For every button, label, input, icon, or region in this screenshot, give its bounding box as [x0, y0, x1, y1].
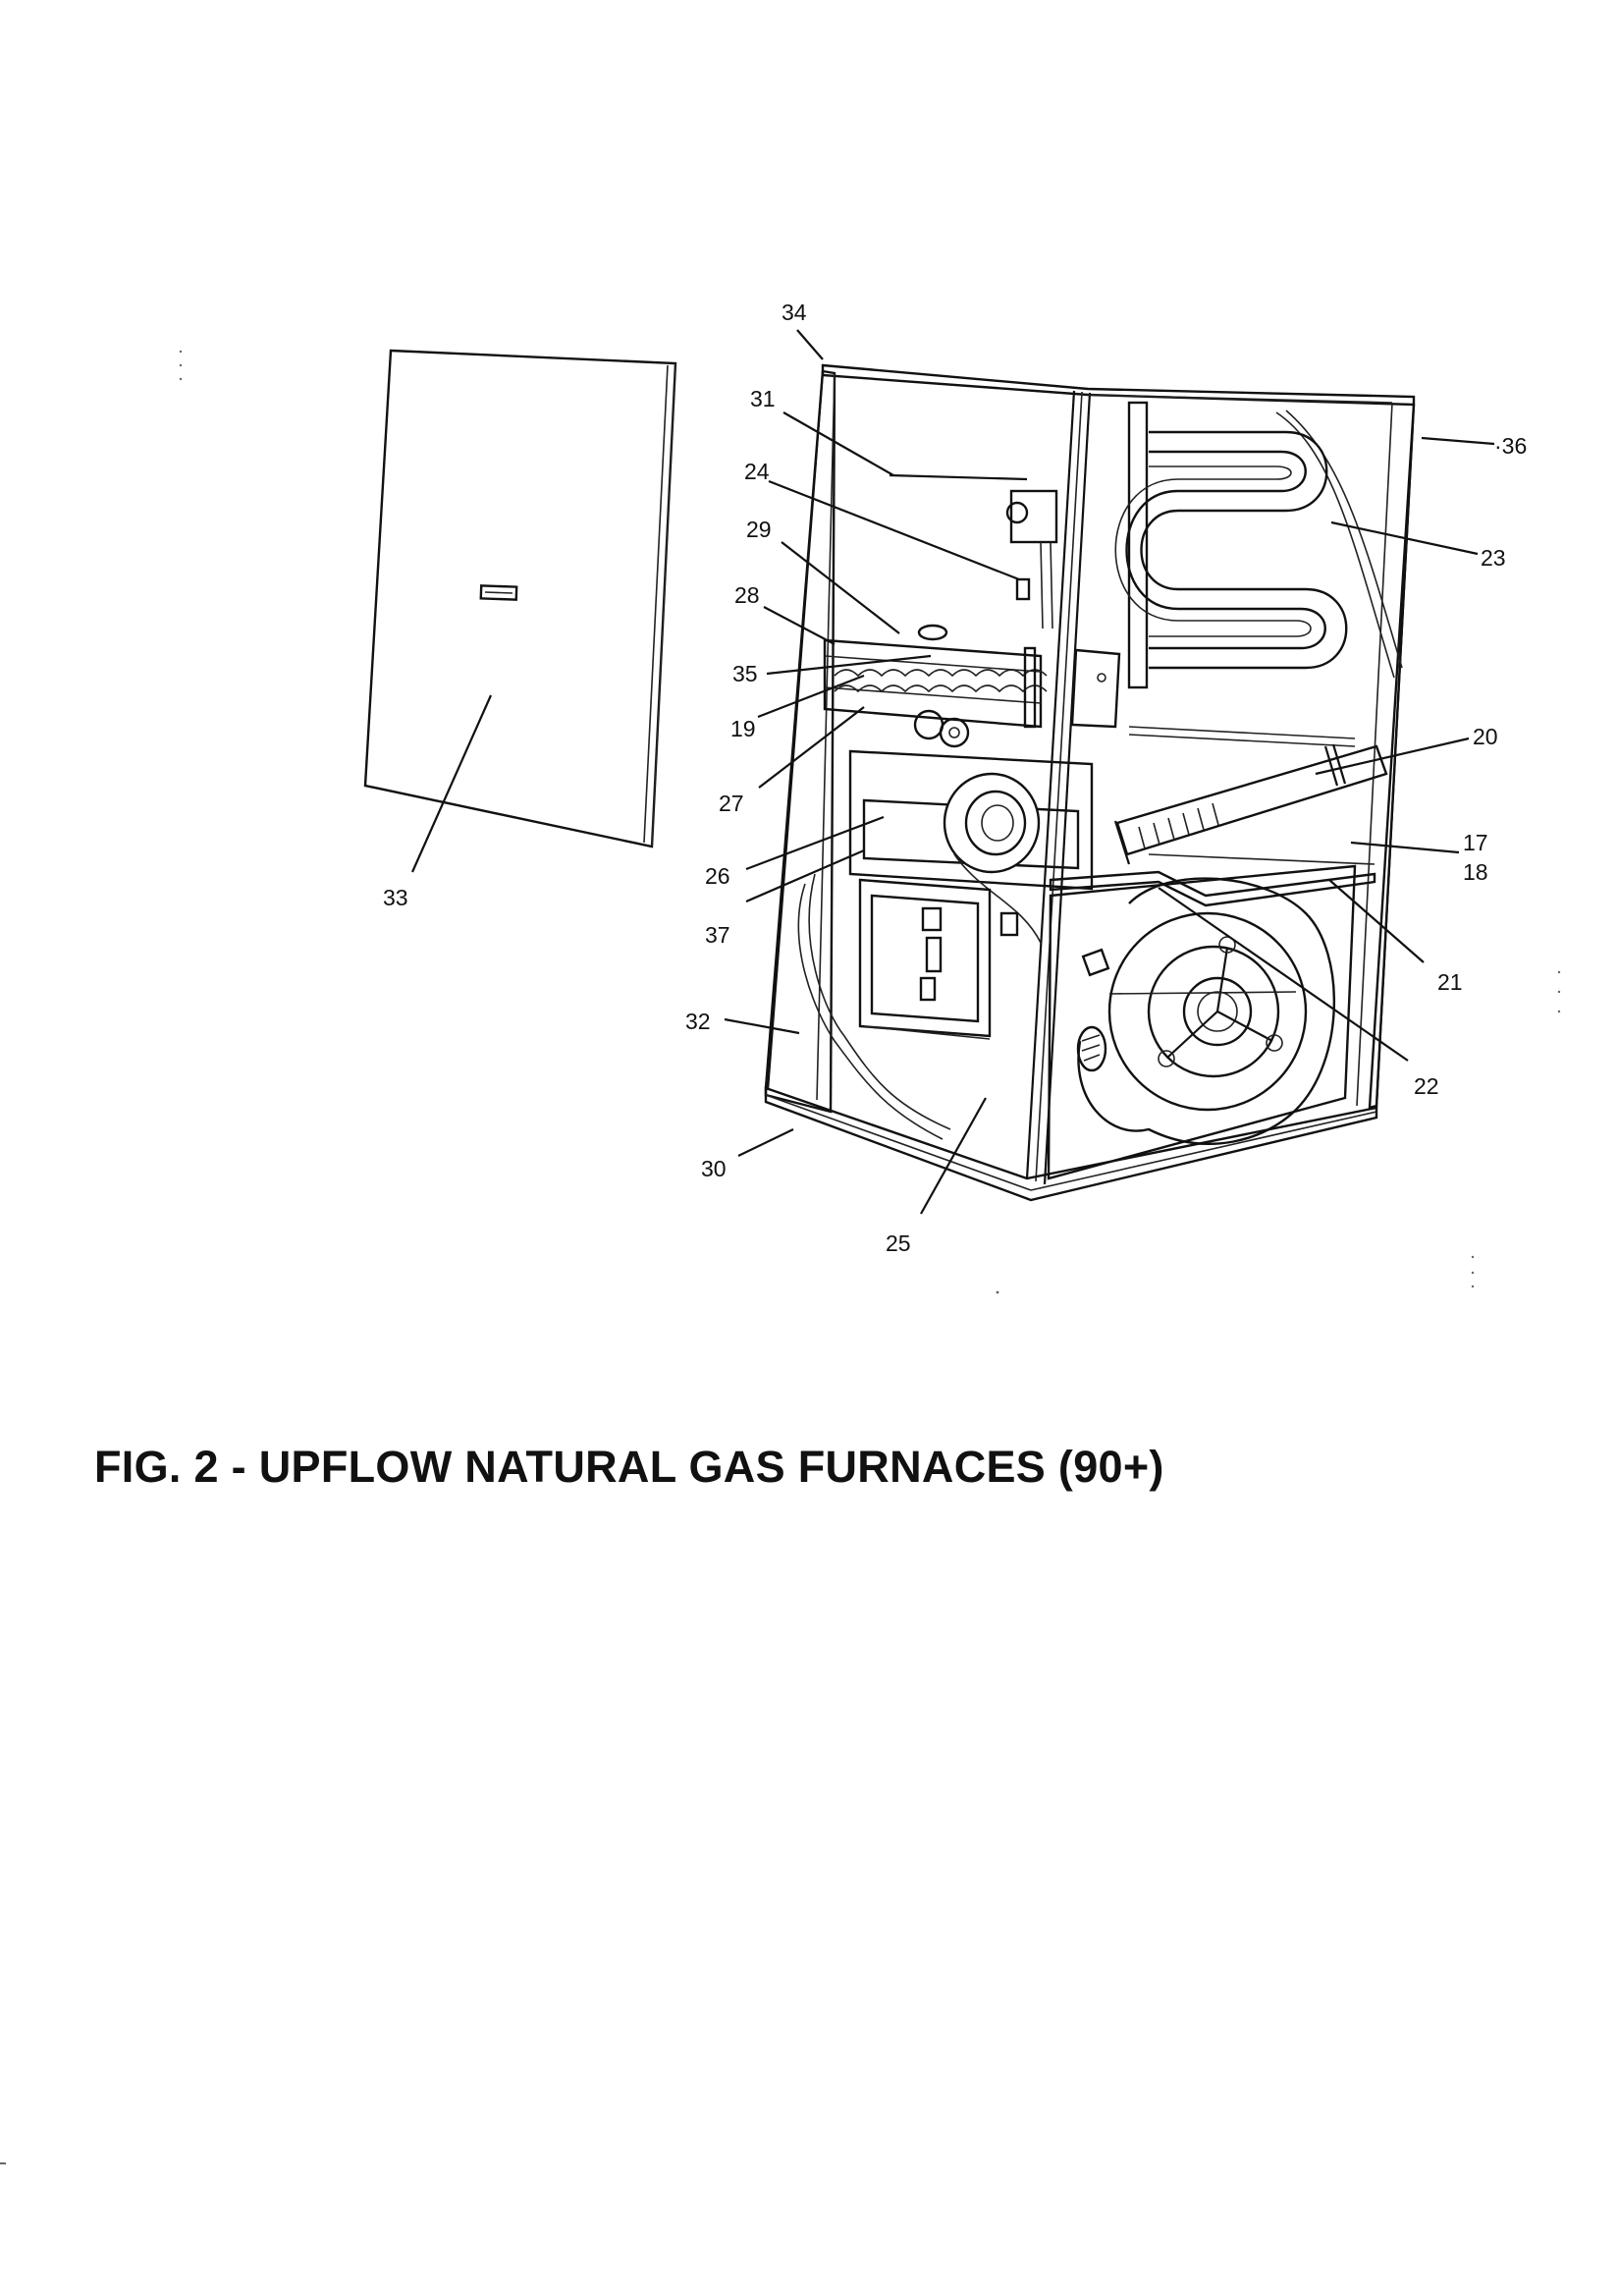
blower-assembly — [1047, 864, 1357, 1180]
callout-36: ·36 — [1494, 433, 1527, 459]
callout-37: 37 — [705, 922, 730, 948]
inducer-assembly — [848, 749, 1094, 944]
callout-22: 22 — [1414, 1073, 1439, 1099]
callout-23: 23 — [1481, 545, 1506, 571]
front-door-panel — [363, 349, 677, 848]
callout-29: 29 — [746, 517, 772, 542]
callout-20: 20 — [1473, 724, 1498, 749]
callout-leaders — [410, 329, 1495, 1215]
callout-28: 28 — [734, 582, 760, 608]
callout-32: 32 — [685, 1009, 711, 1034]
scan-specks — [0, 350, 1561, 2164]
callout-24: 24 — [744, 459, 770, 484]
callout-27: 27 — [719, 791, 744, 816]
heat-exchanger — [1114, 401, 1356, 747]
callout-34: 34 — [782, 300, 807, 325]
callout-18: 18 — [1463, 859, 1488, 885]
door-handle — [479, 584, 518, 601]
callout-19: 19 — [730, 716, 756, 741]
callout-31: 31 — [750, 386, 776, 411]
control-box — [858, 878, 992, 1040]
vent-pipe — [1113, 743, 1388, 865]
callout-25: 25 — [886, 1230, 911, 1256]
callout-35: 35 — [732, 661, 758, 686]
callout-30: 30 — [701, 1156, 727, 1181]
burner-assembly — [823, 624, 1121, 748]
furnace-cabinet — [764, 363, 1416, 1202]
blower-deck — [1049, 853, 1376, 907]
callout-21: 21 — [1437, 969, 1463, 995]
callout-17: 17 — [1463, 830, 1488, 855]
callout-labels: 34 31 24 29 28 35 19 27 26 37 32 30 25 3… — [383, 300, 1527, 1256]
callout-33: 33 — [383, 885, 408, 910]
pressure-switch — [1005, 489, 1058, 629]
figure-title: FIG. 2 - UPFLOW NATURAL GAS FURNACES (90… — [94, 1442, 1164, 1492]
callout-26: 26 — [705, 863, 730, 889]
